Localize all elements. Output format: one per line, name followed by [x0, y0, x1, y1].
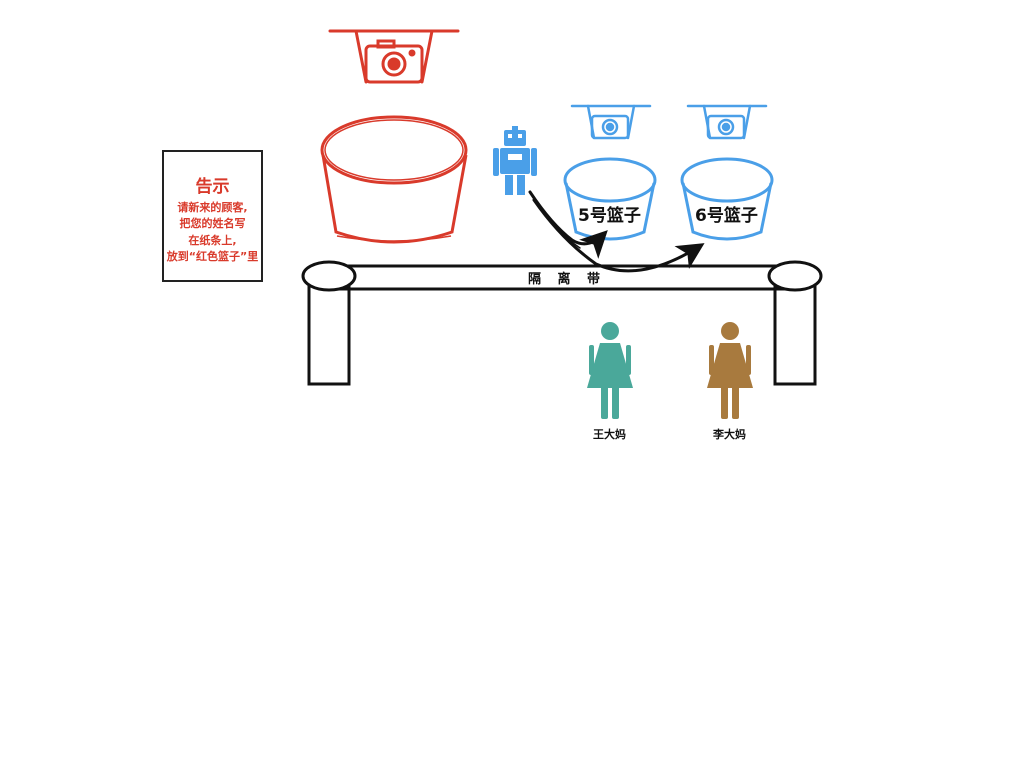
- basket-6: [680, 157, 774, 241]
- basket-5: [563, 157, 657, 241]
- notice-line-3: 在纸条上,: [188, 234, 237, 247]
- blue-camera-icon-6: [686, 104, 768, 140]
- person-icon-li: [707, 322, 753, 419]
- arrow-icon: [528, 190, 705, 273]
- barrier: [301, 260, 823, 386]
- basket-6-label: 6号篮子: [695, 206, 758, 226]
- robot-icon: [493, 126, 537, 195]
- person-label-wang: 王大妈: [593, 428, 626, 441]
- notice-line-2: 把您的姓名写: [179, 217, 246, 230]
- person-label-li: 李大妈: [713, 428, 746, 441]
- basket-5-label: 5号篮子: [578, 206, 641, 226]
- red-camera-icon: [328, 29, 460, 84]
- notice-title: 告示: [195, 177, 230, 197]
- red-basket: [320, 115, 468, 244]
- barrier-label: 隔 离 带: [528, 272, 607, 287]
- blue-camera-icon-5: [570, 104, 652, 140]
- notice-line-1: 请新来的顾客,: [177, 201, 248, 214]
- person-icon-wang: [587, 322, 633, 419]
- notice-line-4: 放到“红色篮子”里: [166, 250, 259, 263]
- notice-board: 告示 请新来的顾客, 把您的姓名写 在纸条上, 放到“红色篮子”里: [162, 150, 263, 282]
